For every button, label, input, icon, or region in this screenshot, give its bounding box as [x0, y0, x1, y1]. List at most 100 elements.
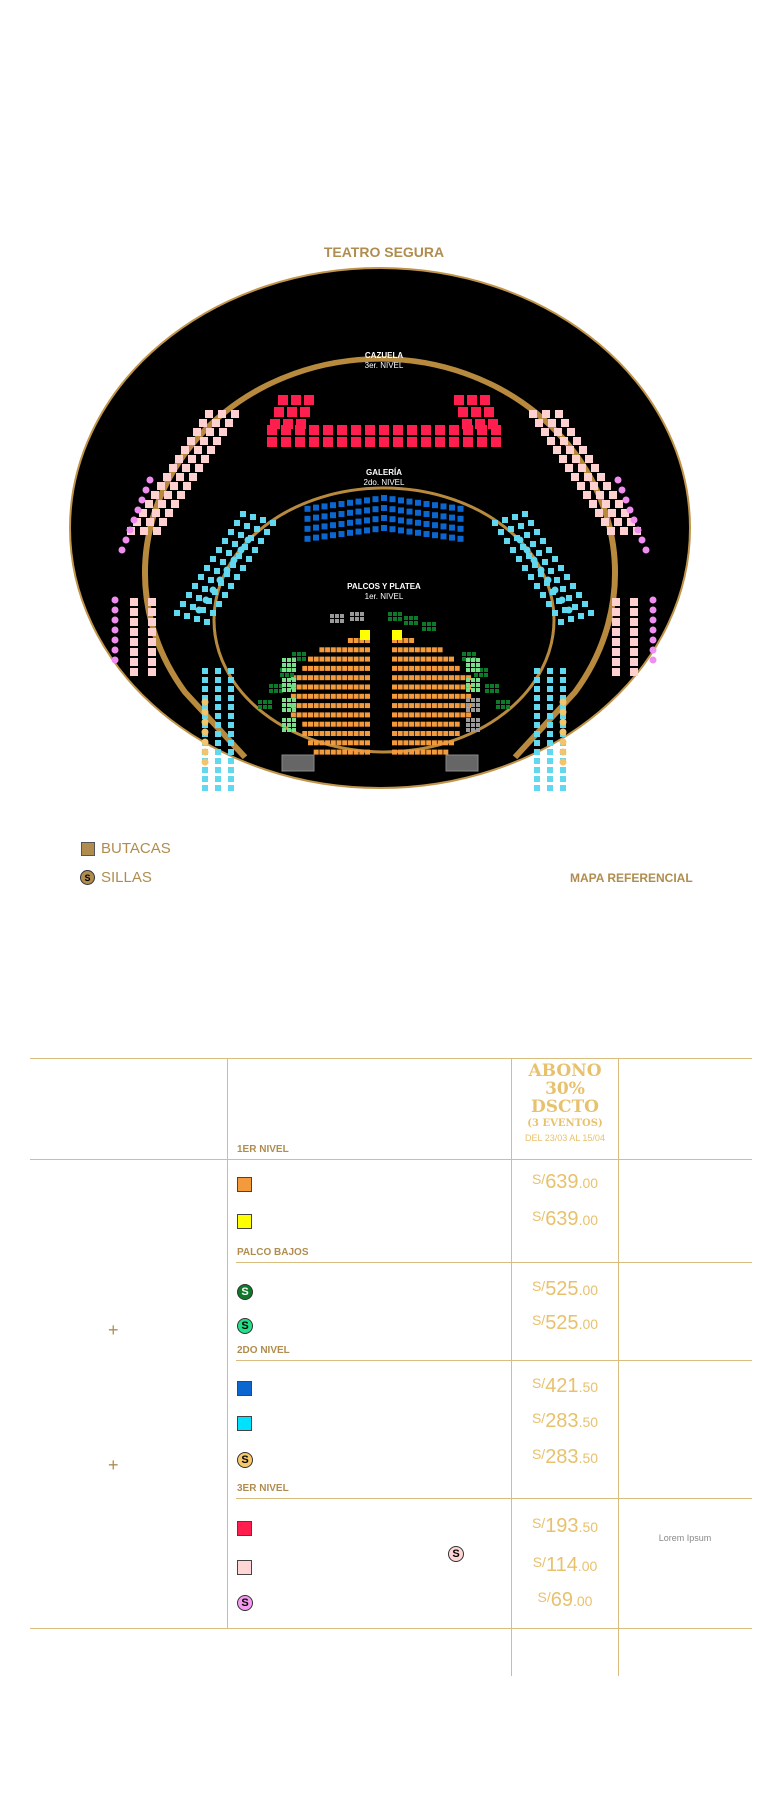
cazuela-seat[interactable] — [169, 464, 177, 472]
cazuela-seat[interactable] — [559, 455, 567, 463]
platea-seat[interactable] — [397, 647, 403, 653]
galeria-seat[interactable] — [372, 496, 379, 503]
galeria-chair[interactable] — [565, 606, 573, 614]
platea-seat[interactable] — [365, 684, 370, 690]
palco-seat[interactable] — [485, 684, 489, 688]
galeria-seat[interactable] — [338, 531, 345, 537]
cazuela-seat[interactable] — [309, 437, 319, 447]
galeria-seat[interactable] — [547, 767, 553, 773]
galeria-chair[interactable] — [201, 708, 209, 716]
cazuela-seat[interactable] — [393, 437, 403, 447]
palco-seat[interactable] — [476, 663, 480, 667]
platea-seat[interactable] — [437, 656, 443, 662]
palco-seat[interactable] — [462, 657, 466, 661]
palco-seat[interactable] — [466, 668, 470, 672]
galeria-seat[interactable] — [338, 511, 345, 517]
platea-seat[interactable] — [403, 721, 409, 727]
palco-seat[interactable] — [501, 705, 505, 709]
platea-seat[interactable] — [397, 740, 403, 746]
cazuela-seat[interactable] — [153, 527, 161, 535]
galeria-seat[interactable] — [260, 517, 266, 523]
platea-seat[interactable] — [431, 647, 437, 653]
cazuela-seat[interactable] — [560, 437, 568, 445]
platea-seat[interactable] — [397, 731, 403, 736]
cazuela-chair[interactable] — [126, 526, 134, 534]
cazuela-seat[interactable] — [627, 518, 635, 526]
cazuela-chair[interactable] — [622, 496, 630, 504]
cazuela-seat[interactable] — [145, 500, 153, 508]
cazuela-seat[interactable] — [189, 473, 197, 481]
galeria-seat[interactable] — [364, 497, 370, 504]
cazuela-seat[interactable] — [554, 428, 562, 436]
platea-seat[interactable] — [302, 665, 308, 671]
galeria-seat[interactable] — [440, 513, 447, 520]
platea-seat[interactable] — [420, 684, 426, 690]
cazuela-seat[interactable] — [565, 464, 573, 472]
palco-seat[interactable] — [292, 663, 296, 667]
palco-seat[interactable] — [471, 708, 475, 712]
cazuela-seat[interactable] — [630, 618, 638, 626]
platea-seat[interactable] — [403, 665, 409, 671]
platea-seat[interactable] — [359, 693, 365, 699]
galeria-chair[interactable] — [559, 728, 567, 736]
cazuela-seat[interactable] — [421, 437, 431, 447]
platea-seat[interactable] — [420, 712, 426, 718]
galeria-seat[interactable] — [534, 731, 540, 737]
cazuela-chair[interactable] — [111, 606, 119, 614]
galeria-seat[interactable] — [215, 677, 221, 683]
platea-seat[interactable] — [319, 740, 325, 746]
galeria-seat[interactable] — [200, 607, 206, 613]
cazuela-seat[interactable] — [181, 446, 189, 454]
platea-seat[interactable] — [392, 703, 397, 709]
palco-seat[interactable] — [282, 663, 286, 667]
palco-seat[interactable] — [466, 728, 470, 732]
platea-seat[interactable] — [290, 693, 296, 699]
palco-seat[interactable] — [287, 668, 291, 672]
platea-seat[interactable] — [359, 749, 365, 755]
platea-seat[interactable] — [431, 684, 437, 690]
palco-seat[interactable] — [287, 683, 291, 687]
palco-seat[interactable] — [287, 663, 291, 667]
cazuela-seat[interactable] — [164, 491, 172, 499]
galeria-chair[interactable] — [559, 738, 567, 746]
cazuela-seat[interactable] — [630, 638, 638, 646]
galeria-seat[interactable] — [228, 686, 234, 692]
platea-seat[interactable] — [403, 647, 409, 653]
cazuela-seat[interactable] — [630, 668, 638, 676]
cazuela-chair[interactable] — [649, 606, 657, 614]
platea-seat[interactable] — [313, 693, 319, 699]
palco-seat[interactable] — [388, 617, 392, 621]
platea-seat[interactable] — [397, 693, 403, 699]
galeria-seat[interactable] — [508, 526, 514, 532]
platea-seat[interactable] — [437, 721, 443, 727]
cazuela-seat[interactable] — [561, 419, 569, 427]
platea-seat[interactable] — [319, 749, 325, 755]
cazuela-seat[interactable] — [163, 473, 171, 481]
galeria-chair[interactable] — [559, 698, 567, 706]
platea-seat[interactable] — [359, 703, 365, 709]
platea-seat[interactable] — [437, 712, 443, 718]
platea-seat[interactable] — [319, 731, 325, 736]
platea-seat[interactable] — [296, 684, 302, 690]
cazuela-seat[interactable] — [219, 428, 227, 436]
platea-seat[interactable] — [437, 675, 443, 681]
galeria-seat[interactable] — [432, 502, 438, 509]
galeria-seat[interactable] — [432, 512, 438, 519]
platea-seat[interactable] — [426, 647, 432, 653]
platea-seat[interactable] — [397, 675, 403, 681]
galeria-seat[interactable] — [570, 583, 576, 589]
cazuela-seat[interactable] — [281, 437, 291, 447]
galeria-seat[interactable] — [560, 677, 566, 683]
galeria-seat[interactable] — [502, 517, 508, 523]
platea-seat[interactable] — [302, 712, 308, 718]
cazuela-seat[interactable] — [630, 598, 638, 606]
cazuela-seat[interactable] — [195, 464, 203, 472]
platea-seat[interactable] — [359, 656, 365, 662]
platea-seat[interactable] — [426, 749, 432, 755]
galeria-seat[interactable] — [547, 740, 553, 746]
galeria-seat[interactable] — [534, 776, 540, 782]
cazuela-chair[interactable] — [146, 476, 154, 484]
cazuela-chair[interactable] — [649, 646, 657, 654]
palco-seat[interactable] — [485, 689, 489, 693]
platea-seat[interactable] — [460, 675, 466, 681]
